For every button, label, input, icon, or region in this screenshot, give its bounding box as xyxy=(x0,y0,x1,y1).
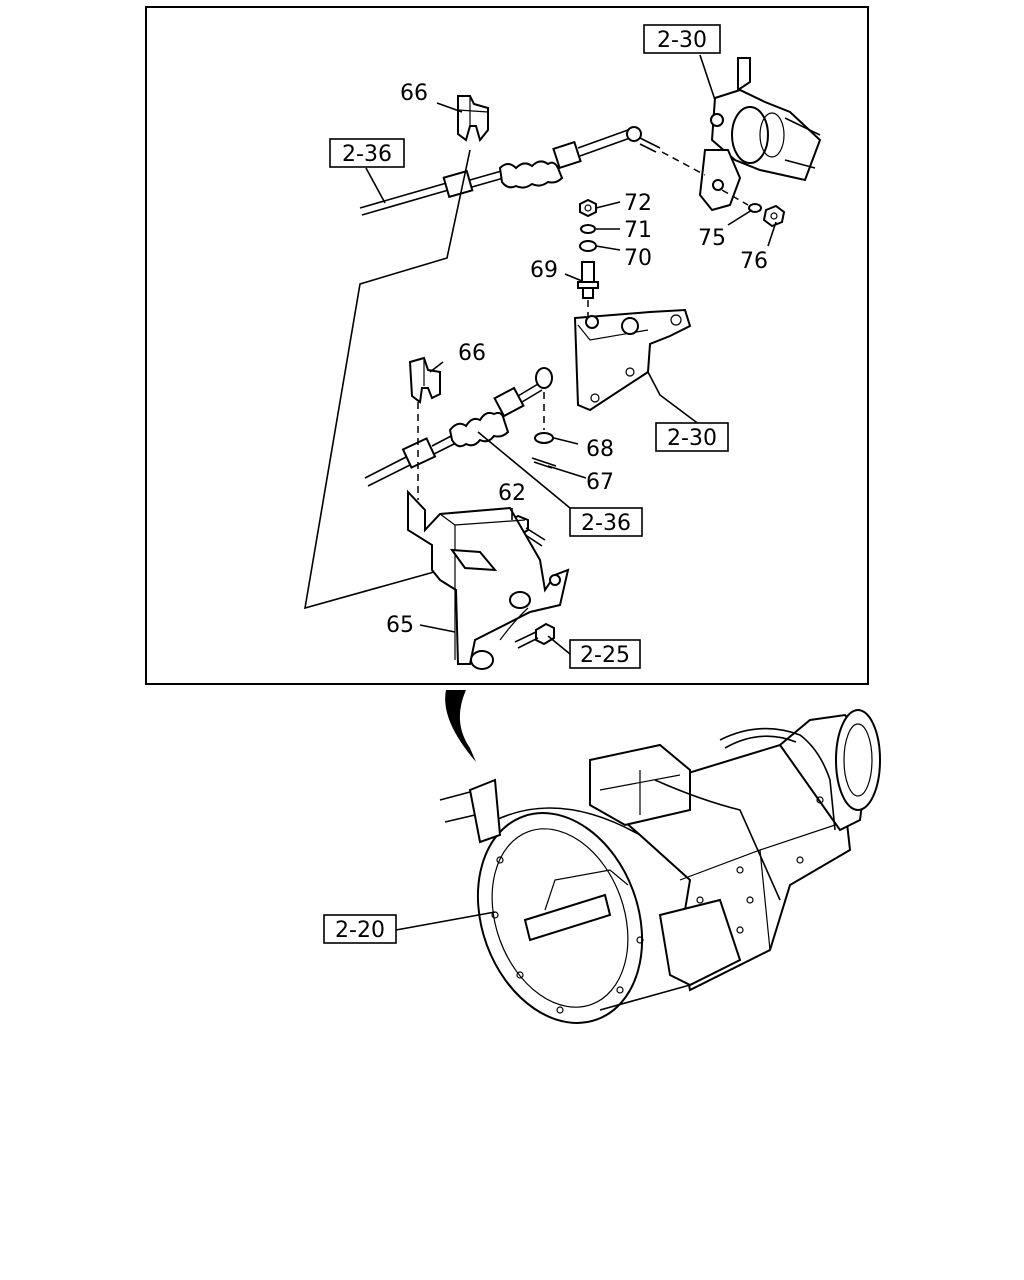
bracket-2-30-upper xyxy=(698,57,822,212)
dash-cable-bracket xyxy=(661,151,706,176)
cotter-pin-67 xyxy=(531,457,557,469)
callout-75: 75 xyxy=(698,226,726,251)
callout-68: 68 xyxy=(586,437,614,462)
leader-lines xyxy=(365,54,777,655)
ref-2-30-mid: 2-30 xyxy=(667,426,717,451)
ref-box-2-36-mid: 2-36 xyxy=(569,507,643,537)
clip-66-upper xyxy=(457,95,489,143)
ref-box-2-36-top: 2-36 xyxy=(329,138,405,168)
callout-69: 69 xyxy=(530,258,558,283)
ref-2-25: 2-25 xyxy=(580,643,630,668)
washer-71 xyxy=(580,224,596,234)
callout-66-upper: 66 xyxy=(400,81,428,106)
callout-76: 76 xyxy=(740,249,768,274)
leader-2-20 xyxy=(395,911,496,931)
ref-box-2-20: 2-20 xyxy=(323,914,397,944)
shift-cable-lower xyxy=(364,367,553,487)
nut-76 xyxy=(762,204,786,228)
callout-65: 65 xyxy=(386,613,414,638)
clip-66-lower xyxy=(408,356,441,404)
ref-2-36-top: 2-36 xyxy=(342,142,392,167)
nut-72 xyxy=(579,198,597,218)
ref-2-20: 2-20 xyxy=(335,918,385,943)
callout-70: 70 xyxy=(624,246,652,271)
callout-72: 72 xyxy=(624,191,652,216)
ref-2-36-mid: 2-36 xyxy=(581,511,631,536)
callout-66-lower: 66 xyxy=(458,341,486,366)
leader-clip-to-bracket xyxy=(304,149,471,610)
transmission-assembly xyxy=(439,709,881,1024)
ref-box-2-30-top: 2-30 xyxy=(643,24,721,54)
washer-68 xyxy=(534,432,554,444)
bolt-2-25 xyxy=(514,622,555,649)
stud-69 xyxy=(577,261,599,299)
callout-71: 71 xyxy=(624,218,652,243)
ref-2-30-top: 2-30 xyxy=(657,28,707,53)
ref-box-2-25: 2-25 xyxy=(569,639,641,669)
bracket-2-30-lower xyxy=(573,308,692,412)
direction-arrow xyxy=(445,690,476,762)
callout-67: 67 xyxy=(586,470,614,495)
detail-frame xyxy=(145,6,869,685)
shift-cable-upper xyxy=(359,126,661,216)
ref-box-2-30-mid: 2-30 xyxy=(655,422,729,452)
callout-62: 62 xyxy=(498,481,526,506)
washer-70 xyxy=(579,240,597,252)
